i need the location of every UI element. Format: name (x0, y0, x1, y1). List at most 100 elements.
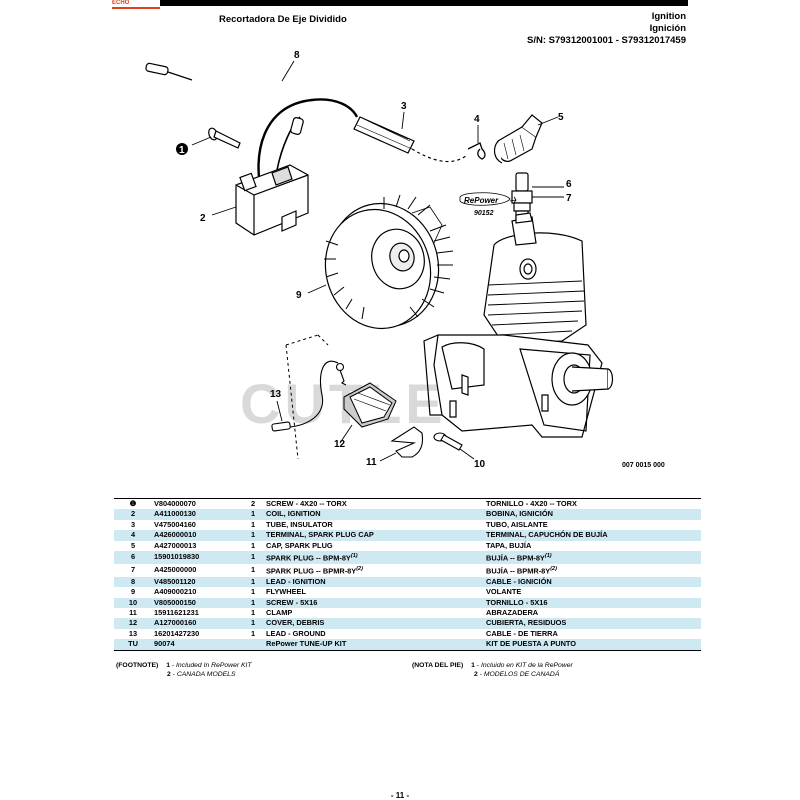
part-ref-cell: 6 (114, 551, 152, 564)
part-number-cell-text: 15901019830 (154, 552, 200, 562)
qty-cell: 1 (242, 520, 264, 530)
description-en-cell-text: SCREW - 5X16 (266, 597, 318, 607)
part-ref-cell: 2 (114, 509, 152, 520)
description-en-cell-text: SCREW - 4X20 -- TORX (266, 499, 347, 508)
description-es-cell-text: TAPA, BUJÍA (486, 540, 532, 550)
part-ref-cell-text: 5 (130, 540, 136, 550)
description-es-cell: TUBO, AISLANTE (484, 520, 701, 530)
repower-number: 90152 (474, 210, 494, 217)
part-ref-cell-text: 10 (128, 597, 138, 607)
description-es-cell: CABLE - DE TIERRA (484, 629, 701, 639)
description-es-cell: BUJÍA -- BPM-8Y(1) (484, 551, 701, 564)
debris-cover-drawing (285, 334, 397, 460)
callout-6: 6 (566, 179, 572, 190)
description-en-cell-text: COVER, DEBRIS (266, 618, 325, 628)
part-ref-cell: 9 (114, 587, 152, 597)
footnote-es-2-text: MODELOS DE CANADÁ (483, 670, 560, 678)
part-ref-cell: ❶ (114, 499, 152, 510)
callout-3: 3 (401, 101, 407, 112)
qty-cell-text: 1 (250, 509, 256, 519)
part-number-cell: 90074 (152, 639, 242, 651)
qty-cell: 1 (242, 564, 264, 577)
description-en-cell-text: RePower TUNE-UP KIT (266, 639, 347, 649)
callout-13: 13 (270, 389, 282, 400)
description-es-cell: KIT DE PUESTA A PUNTO (484, 639, 701, 651)
qty-cell: 1 (242, 541, 264, 551)
qty-cell (242, 639, 264, 651)
part-ref-cell: 7 (114, 564, 152, 577)
part-ref-cell: 4 (114, 530, 152, 541)
callout-5: 5 (558, 112, 564, 123)
brand-logo: ECHO (112, 0, 160, 9)
qty-cell-text: 1 (250, 587, 256, 597)
description-es-cell: TERMINAL, CAPUCHÓN DE BUJÍA (484, 530, 701, 541)
footnote-en-1-text: Included In RePower KIT (176, 662, 252, 669)
description-en-cell: SPARK PLUG -- BPMR-8Y(2) (264, 564, 484, 577)
description-en-cell-text: CAP, SPARK PLUG (266, 540, 333, 550)
part-number-cell-text: V475004160 (154, 519, 196, 529)
description-es-cell-text: TERMINAL, CAPUCHÓN DE BUJÍA (486, 530, 608, 540)
part-number-cell-text: 15911621231 (154, 608, 199, 617)
part-ref-cell-text: 13 (128, 628, 138, 638)
description-es-cell: BOBINA, IGNICIÓN (484, 509, 701, 520)
part-number-cell-text: 90074 (154, 639, 175, 649)
part-ref-cell-text: 7 (130, 565, 136, 575)
description-es-cell: CABLE - IGNICIÓN (484, 576, 701, 588)
description-es-cell-text: TUBO, AISLANTE (486, 519, 548, 529)
part-number-cell: 15901019830 (152, 551, 242, 564)
part-number-cell: V485001120 (152, 576, 242, 588)
header-rule (112, 0, 688, 6)
part-ref-cell: 5 (114, 541, 152, 551)
part-ref-cell-text: TU (128, 639, 138, 649)
description-en-cell-text: SPARK PLUG -- BPMR-8Y (266, 566, 357, 576)
qty-cell-text: 1 (250, 618, 256, 628)
description-es-cell-text: BOBINA, IGNICIÓN (486, 509, 553, 519)
qty-cell-text: 1 (250, 540, 256, 550)
description-en-cell-text: CLAMP (266, 608, 293, 617)
description-es-cell-text: BUJÍA -- BPMR-8Y (486, 566, 551, 576)
footnote-en-1-num: 1 (166, 662, 170, 669)
description-es-cell-text: CABLE - DE TIERRA (486, 628, 558, 638)
part-ref-cell-text: 6 (130, 552, 136, 562)
repower-logo: RePower (464, 196, 499, 205)
screw-5x16-drawing (433, 432, 463, 451)
description-en-cell: TERMINAL, SPARK PLUG CAP (264, 530, 484, 541)
description-es-cell: TORNILLO - 4X20 -- TORX (484, 499, 701, 510)
qty-cell: 1 (242, 576, 264, 588)
footnote-marker: (1) (544, 553, 552, 560)
footnote-es: (NOTA DEL PIE) 1 - Incluido en KIT de la… (412, 662, 573, 678)
engine-block-drawing (423, 212, 614, 438)
part-ref-cell: 3 (114, 520, 152, 530)
part-ref-cell: 13 (114, 629, 152, 639)
callout-1: 1 (179, 145, 185, 156)
part-ref-cell-text: 2 (130, 509, 136, 519)
description-es-cell-text: TORNILLO - 5X16 (486, 597, 548, 607)
part-number-cell-text: V805000150 (154, 597, 196, 607)
footnote-es-2-num: 2 (474, 670, 478, 678)
footnote-marker: (2) (550, 565, 557, 572)
part-ref-cell-text: 3 (130, 519, 136, 529)
flywheel-drawing (324, 194, 454, 330)
qty-cell: 1 (242, 551, 264, 564)
serial-range: S/N: S79312001001 - S79312017459 (527, 35, 686, 46)
description-en-cell: SCREW - 5X16 (264, 597, 484, 608)
part-number-cell: A427000013 (152, 541, 242, 551)
part-ref-cell: 12 (114, 618, 152, 629)
part-ref-cell-text: 12 (128, 618, 138, 628)
footnote-en-2-num: 2 (167, 670, 171, 678)
callout-1-badge (176, 143, 188, 155)
qty-cell-text: 2 (250, 499, 256, 508)
part-number-cell-text: A411000130 (154, 509, 196, 519)
part-ref-cell: 8 (114, 576, 152, 588)
qty-cell-text: 1 (250, 576, 256, 586)
qty-cell-text: 1 (250, 565, 256, 575)
footnote-es-1-num: 1 (471, 662, 475, 669)
description-en-cell-text: LEAD - IGNITION (266, 576, 326, 586)
ignition-exploded-diagram: CUTLER'S (145, 50, 614, 470)
part-ref-cell-text: 4 (130, 530, 136, 540)
description-es-cell-text: CUBIERTA, RESIDUOS (486, 618, 567, 628)
description-es-cell: TAPA, BUJÍA (484, 541, 701, 551)
